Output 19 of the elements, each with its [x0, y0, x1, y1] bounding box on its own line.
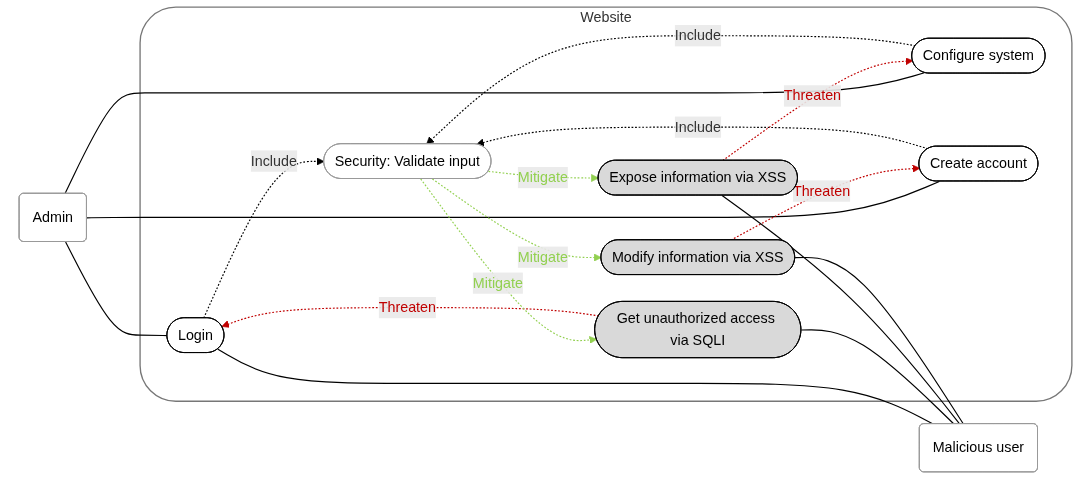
connector [794, 256, 964, 425]
connector [64, 72, 925, 195]
edge-label: Include [250, 153, 297, 169]
connector [217, 348, 934, 425]
edge-label: Include [674, 119, 721, 135]
connector [800, 329, 955, 425]
edge-label: Threaten [378, 299, 436, 315]
edge-label: Threaten [783, 87, 842, 104]
edge-label: Include [674, 27, 721, 43]
connector [86, 180, 940, 219]
edge-label: Threaten [792, 183, 851, 199]
edge-label: Mitigate [517, 169, 568, 185]
arrow [420, 178, 598, 344]
connector [721, 194, 961, 425]
arrow [722, 57, 914, 162]
edge-label: Mitigate [472, 275, 523, 291]
connector [65, 241, 168, 337]
arrow [431, 178, 602, 262]
edge-label: Mitigate [517, 249, 568, 265]
